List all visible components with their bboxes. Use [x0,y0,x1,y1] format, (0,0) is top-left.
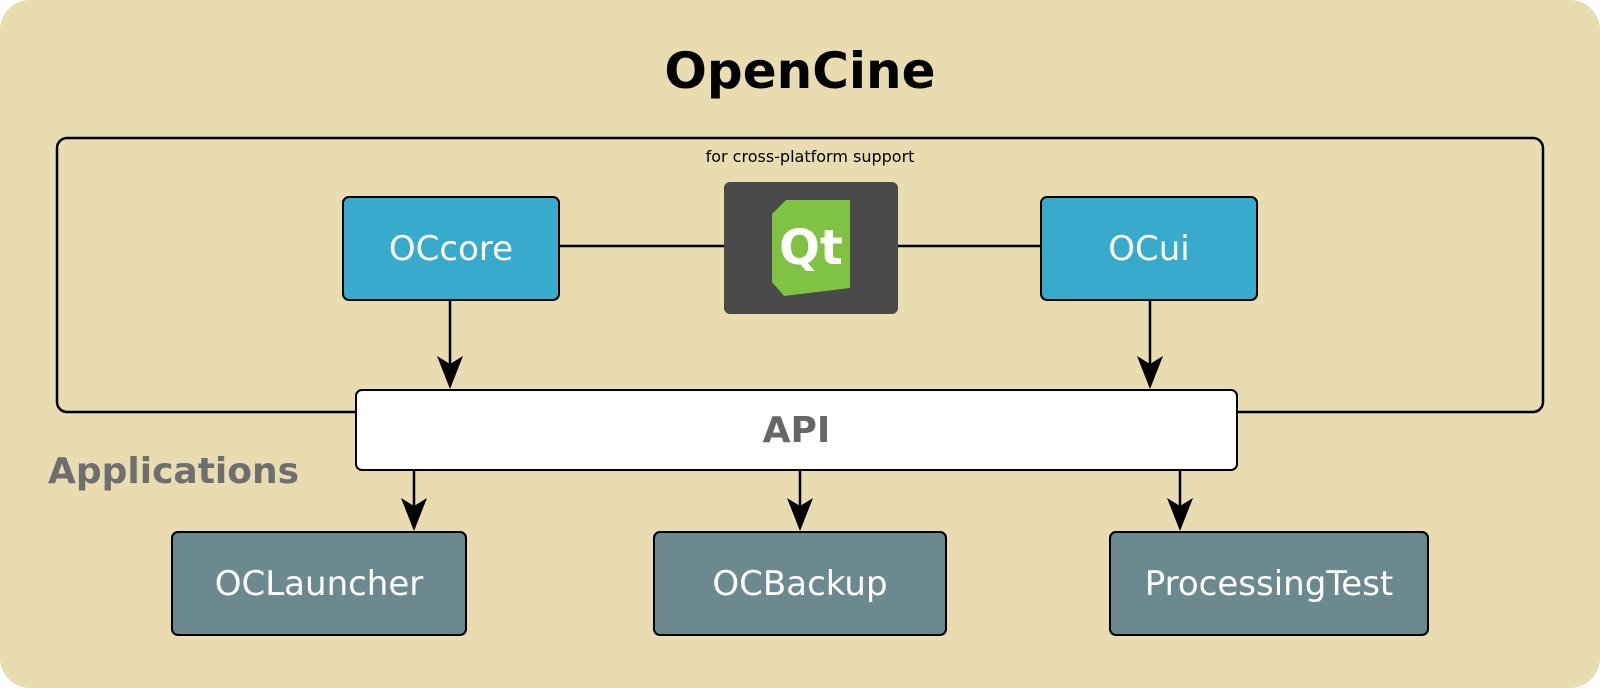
occore-box: OCcore [342,196,560,301]
oclauncher-box: OCLauncher [171,531,467,636]
platform-caption: for cross-platform support [705,147,915,166]
qt-logo-icon: Qt [772,200,850,296]
arrowhead-api-processingtest [1167,498,1193,531]
qt-logo-badge [772,200,850,296]
api-box: API [355,389,1238,471]
applications-label: Applications [48,451,300,492]
diagram-title: OpenCine [664,42,936,100]
arrowhead-occore-api [437,356,463,389]
processingtest-box: ProcessingTest [1109,531,1429,636]
ocbackup-box: OCBackup [653,531,947,636]
qt-logo-text: Qt [779,220,843,276]
arrowhead-api-oclauncher [401,498,427,531]
qt-logo-tile: Qt [724,182,898,314]
arrowhead-ocui-api [1137,356,1163,389]
arrowhead-api-ocbackup [787,498,813,531]
ocui-box: OCui [1040,196,1258,301]
